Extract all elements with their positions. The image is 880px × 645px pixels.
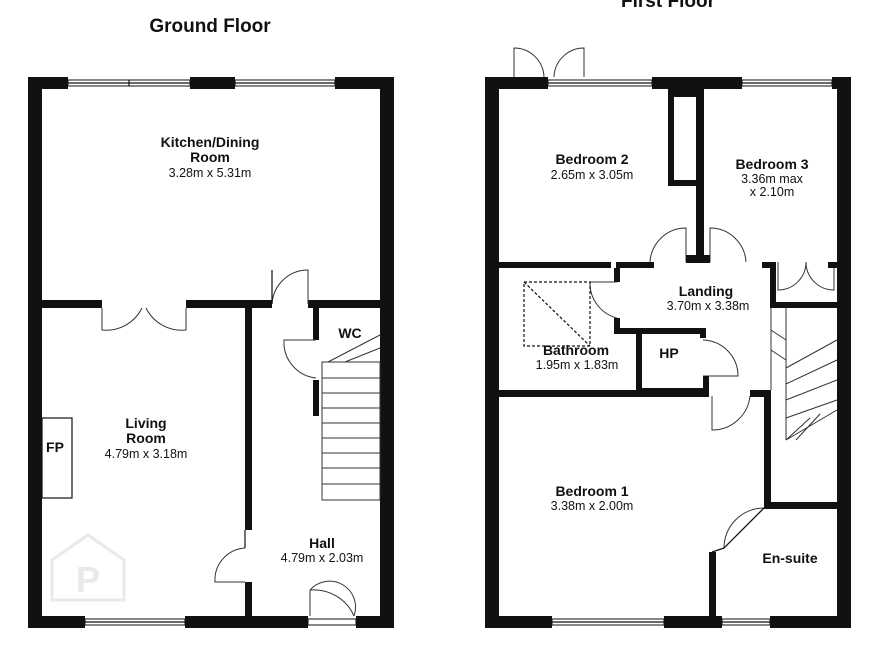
- ensuite-label: En-suite: [762, 550, 817, 566]
- bed3-dims-line2: x 2.10m: [750, 185, 794, 199]
- gf-hall-kitchen-door: [271, 269, 309, 305]
- wc-label: WC: [338, 325, 361, 341]
- kitchen-label-line2: Room: [190, 149, 230, 165]
- gf-wc-door: [283, 339, 317, 379]
- ff-bath: [523, 281, 591, 347]
- watermark-logo: P: [50, 533, 126, 602]
- fp-label: FP: [46, 439, 64, 455]
- gf-french-door-left: [101, 307, 143, 331]
- kitchen-label-line1: Kitchen/Dining: [161, 134, 260, 150]
- first-floor-title: First Floor: [621, 0, 716, 12]
- ff-bed3-door: [709, 227, 747, 263]
- first-floor-plan: Bedroom 2 2.65m x 3.05m Bedroom 3 3.36m …: [485, 47, 851, 628]
- gf-front-door-frame: [307, 618, 357, 626]
- bed1-label: Bedroom 1: [555, 483, 628, 499]
- ff-bathroom-door: [589, 281, 618, 319]
- gf-living-hall-door: [214, 547, 246, 583]
- ff-juliet-door-left: [513, 47, 545, 78]
- ff-wall-bottom: [485, 616, 851, 628]
- living-dims: 4.79m x 3.18m: [105, 447, 188, 461]
- ff-cupboard-door-right: [805, 261, 835, 291]
- hall-label: Hall: [309, 535, 335, 551]
- bed1-dims: 3.38m x 2.00m: [551, 499, 634, 513]
- ff-cupboard-door-left: [777, 261, 807, 291]
- ff-bed2-bed3-wall: [696, 89, 704, 257]
- gf-staircase: [321, 334, 381, 501]
- ff-wall-left: [485, 77, 499, 628]
- landing-label: Landing: [679, 283, 733, 299]
- gf-front-door-swing: [309, 580, 357, 617]
- ff-wall-right: [837, 77, 851, 628]
- ground-floor-plan: P Kitchen/Dining Room 3.28m x 5.31m Livi…: [28, 77, 394, 628]
- gf-fireplace: [41, 417, 73, 499]
- ff-juliet-door-right: [553, 47, 585, 78]
- living-label-line2: Room: [126, 430, 166, 446]
- hp-label: HP: [659, 345, 678, 361]
- ff-ensuite-door: [723, 507, 765, 550]
- bathroom-dims: 1.95m x 1.83m: [536, 358, 619, 372]
- gf-french-door-right: [145, 307, 187, 331]
- hall-dims: 4.79m x 2.03m: [281, 551, 364, 565]
- svg-text:P: P: [76, 559, 100, 600]
- kitchen-dims: 3.28m x 5.31m: [169, 166, 252, 180]
- gf-wall-right: [380, 77, 394, 628]
- bathroom-label: Bathroom: [543, 342, 609, 358]
- ff-bed1-door: [711, 395, 751, 431]
- ground-floor-title: Ground Floor: [149, 16, 271, 37]
- ff-hp-door: [702, 339, 739, 377]
- bed3-dims-line1: 3.36m max: [741, 172, 804, 186]
- bed2-label: Bedroom 2: [555, 151, 628, 167]
- living-label-line1: Living: [125, 415, 166, 431]
- gf-wall-left: [28, 77, 42, 628]
- bed3-label: Bedroom 3: [735, 156, 808, 172]
- bed2-dims: 2.65m x 3.05m: [551, 168, 634, 182]
- ff-bed2-door: [649, 227, 687, 263]
- ff-staircase: [770, 308, 838, 441]
- landing-dims: 3.70m x 3.38m: [667, 299, 750, 313]
